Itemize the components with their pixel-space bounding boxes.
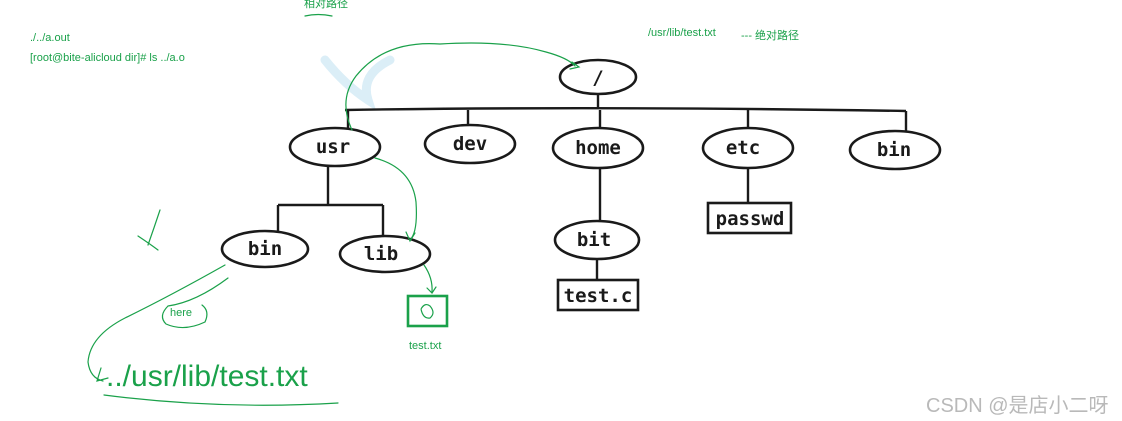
test-c-label: test.c — [564, 285, 633, 307]
tree-connectors — [276, 93, 908, 280]
etc-label: etc — [726, 137, 760, 159]
home-label: home — [575, 137, 621, 159]
here-loop — [161, 277, 229, 329]
bit-node — [553, 219, 641, 261]
test-c-box — [556, 278, 640, 312]
usr-bin-node — [220, 229, 310, 269]
dev-node — [423, 123, 517, 165]
absolute-path-note: --- 绝对路径 — [741, 30, 800, 42]
csdn-watermark: CSDN @是店小二呀 — [926, 395, 1109, 417]
lib-to-file-arrowhead — [426, 286, 437, 294]
terminal-line-1: ./../a.out — [30, 32, 70, 44]
usr-to-lib-curve — [374, 157, 417, 241]
usr-to-root-arrowhead — [569, 61, 581, 70]
usr-to-root-curve — [345, 42, 576, 131]
passwd-label: passwd — [716, 208, 785, 230]
lib-label: lib — [364, 243, 398, 265]
home-node — [551, 126, 645, 170]
top-label: 相对路径 — [304, 0, 348, 10]
etc-node — [701, 126, 795, 170]
dev-label: dev — [453, 133, 487, 155]
usr-bin-label: bin — [248, 238, 282, 260]
usr-to-lib-arrowhead — [405, 231, 416, 243]
bit-label: bit — [577, 229, 611, 251]
faint-watermark-stroke — [320, 55, 395, 111]
green-annotations — [87, 13, 581, 406]
passwd-box — [706, 201, 793, 235]
here-label: here — [170, 307, 193, 319]
test-txt-label: test.txt — [409, 340, 442, 352]
absolute-path-label: /usr/lib/test.txt — [648, 27, 716, 39]
lib-node — [338, 234, 432, 274]
path-underline — [103, 394, 339, 406]
bin-to-path-curve — [87, 264, 226, 382]
usr-label: usr — [316, 136, 350, 158]
bin-label: bin — [877, 139, 911, 161]
root-node — [558, 58, 638, 96]
scribble-mark — [137, 209, 161, 251]
top-label-underline — [304, 13, 333, 17]
test-txt-box — [406, 294, 449, 328]
root-label: / — [592, 67, 603, 89]
bin-node — [848, 129, 942, 171]
tree-nodes — [220, 58, 942, 274]
terminal-line-2: [root@bite-alicloud dir]# ls ../a.o — [30, 52, 185, 64]
lib-to-file-curve — [423, 264, 433, 293]
usr-node — [288, 126, 382, 168]
test-txt-scribble — [420, 303, 434, 319]
file-boxes — [556, 201, 793, 312]
relative-path-label: ../usr/lib/test.txt — [106, 360, 308, 393]
bin-to-path-arrowhead — [96, 367, 109, 382]
